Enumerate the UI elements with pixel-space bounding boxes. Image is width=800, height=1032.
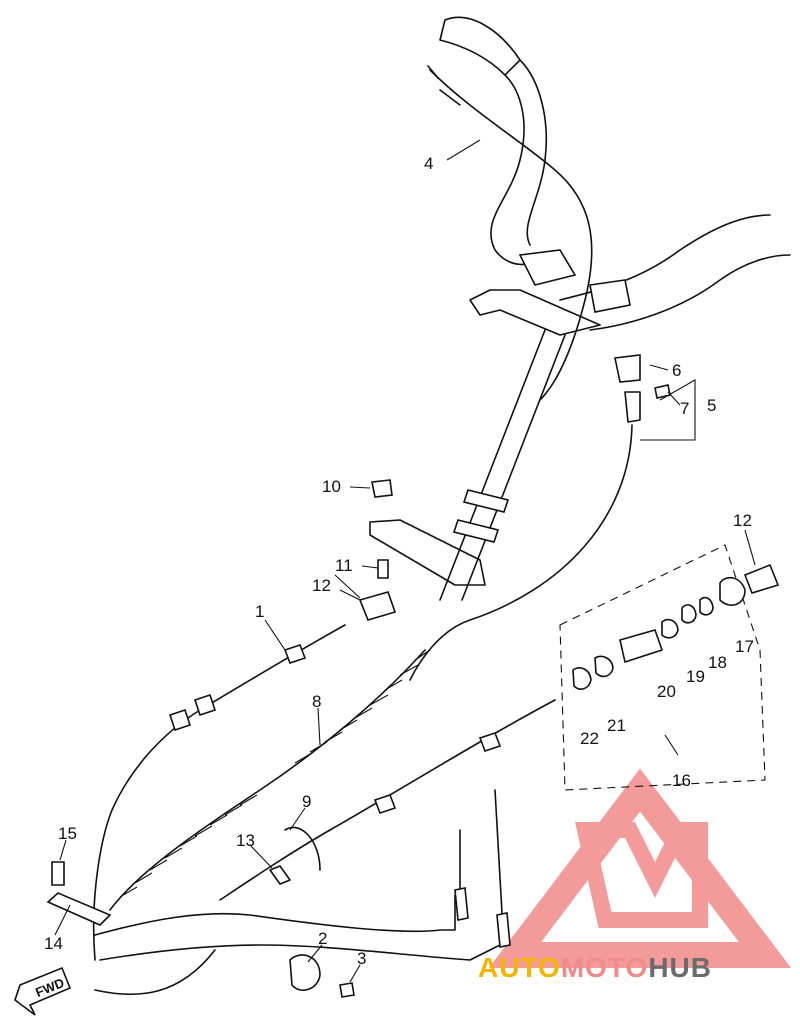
- label-part-19: 19: [686, 667, 705, 686]
- part-15-bolt: [51, 861, 65, 886]
- watermark-moto: MOTO: [560, 952, 649, 983]
- steering-column: [369, 329, 566, 601]
- label-part-16: 16: [672, 771, 691, 790]
- label-part-18: 18: [708, 653, 727, 672]
- label-part-17: 17: [735, 637, 754, 656]
- cable-8: [109, 649, 426, 911]
- part-12-sleeve: [358, 591, 397, 621]
- label-part-5: 5: [707, 396, 717, 415]
- part-3-screw: [339, 982, 355, 998]
- watermark-auto: AUTO: [478, 952, 561, 983]
- part-11-bolt: [377, 559, 389, 579]
- label-part-12-right: 12: [733, 511, 752, 530]
- fwd-arrow-icon: [14, 966, 72, 1016]
- cable-from-5: [409, 424, 633, 681]
- cable-1: [92, 624, 346, 961]
- exploded-fitting-group: [559, 379, 780, 791]
- part-10-nut: [371, 479, 393, 498]
- label-part-14: 14: [44, 934, 63, 953]
- leader-lines: [54, 139, 756, 983]
- label-part-6: 6: [672, 361, 682, 380]
- label-part-12-left: 12: [312, 576, 331, 595]
- label-part-3: 3: [357, 949, 367, 968]
- label-part-11: 11: [335, 556, 353, 575]
- label-part-21: 21: [607, 716, 626, 735]
- part-2-clamp: [289, 954, 321, 991]
- watermark-logo: [488, 768, 792, 968]
- part-7-screw: [654, 384, 671, 399]
- label-part-8: 8: [312, 692, 322, 711]
- label-part-22: 22: [580, 729, 599, 748]
- label-part-15: 15: [58, 824, 77, 843]
- cable-4: [429, 69, 593, 401]
- label-part-4: 4: [424, 154, 434, 173]
- label-part-9: 9: [302, 792, 312, 811]
- label-part-20: 20: [657, 682, 676, 701]
- label-part-7: 7: [680, 399, 690, 418]
- watermark-hub: HUB: [648, 952, 712, 983]
- label-part-10: 10: [322, 477, 341, 496]
- part-14-bracket: [46, 892, 112, 926]
- part-6-cap: [614, 354, 641, 383]
- label-part-1: 1: [255, 602, 265, 621]
- label-part-13: 13: [236, 831, 255, 850]
- label-part-2: 2: [318, 929, 328, 948]
- handlebar: [439, 16, 791, 336]
- watermark-text: AUTOMOTOHUB: [478, 952, 712, 984]
